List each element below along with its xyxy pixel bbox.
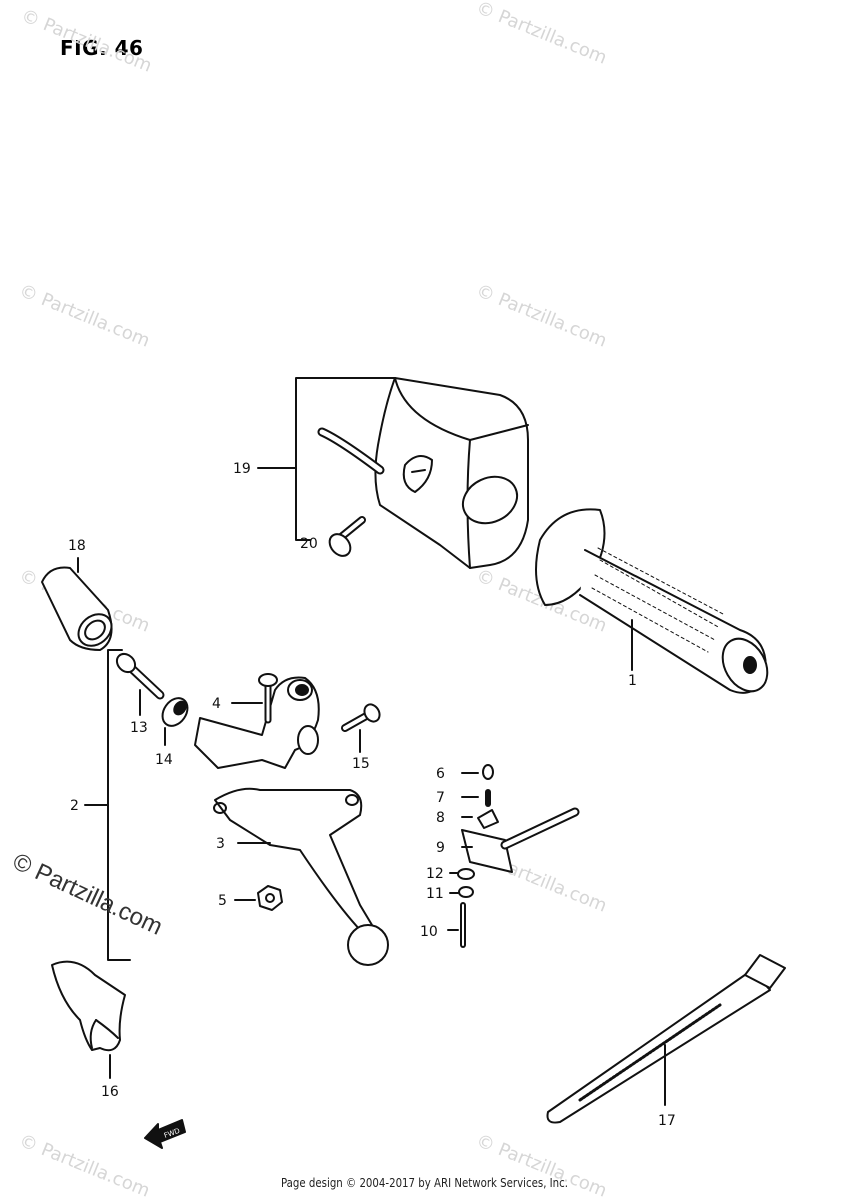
watermark-text: © Partzilla.com	[473, 280, 610, 352]
callout-15: 15	[352, 756, 370, 772]
watermark-text: © Partzilla.com	[16, 280, 153, 352]
cable-strap-part	[546, 954, 786, 1124]
bushing-part	[161, 697, 189, 727]
callout-7: 7	[436, 790, 445, 806]
adjuster-screw-part	[341, 703, 381, 732]
switch-assembly-part	[457, 764, 580, 948]
holder-screw-part	[258, 673, 278, 724]
figure-title: FIG. 46	[60, 36, 144, 60]
housing-screw-part	[328, 516, 366, 557]
pivot-bolt-part	[115, 652, 165, 700]
callout-1: 1	[628, 673, 637, 689]
callout-18: 18	[68, 538, 86, 554]
callout-16: 16	[101, 1084, 119, 1100]
callout-3: 3	[216, 836, 225, 852]
handlebar-grip-part	[535, 508, 769, 694]
watermark-text: © Partzilla.com	[473, 0, 610, 69]
callout-12: 12	[426, 866, 444, 882]
leader-line	[447, 772, 479, 931]
bracket-line	[295, 377, 396, 541]
callout-8: 8	[436, 810, 445, 826]
fwd-arrow-icon	[144, 1119, 186, 1149]
switch-housing-part	[317, 377, 529, 569]
callout-14: 14	[155, 752, 173, 768]
callout-4: 4	[212, 696, 221, 712]
callout-2: 2	[70, 798, 79, 814]
callout-5: 5	[218, 893, 227, 909]
lever-nut-part	[257, 885, 283, 911]
callout-17: 17	[658, 1113, 676, 1129]
lever-holder-part	[194, 676, 320, 769]
callout-20: 20	[300, 536, 318, 552]
callout-11: 11	[426, 886, 444, 902]
lever-cover-part	[51, 960, 126, 1052]
callout-6: 6	[436, 766, 445, 782]
callout-19: 19	[233, 461, 251, 477]
lever-boot-part	[41, 566, 113, 651]
callout-10: 10	[420, 924, 438, 940]
watermark-text: © Partzilla.com	[18, 5, 155, 77]
callout-9: 9	[436, 840, 445, 856]
callout-13: 13	[130, 720, 148, 736]
page-footer: Page design © 2004-2017 by ARI Network S…	[280, 1176, 569, 1190]
clutch-lever-part	[213, 787, 389, 966]
